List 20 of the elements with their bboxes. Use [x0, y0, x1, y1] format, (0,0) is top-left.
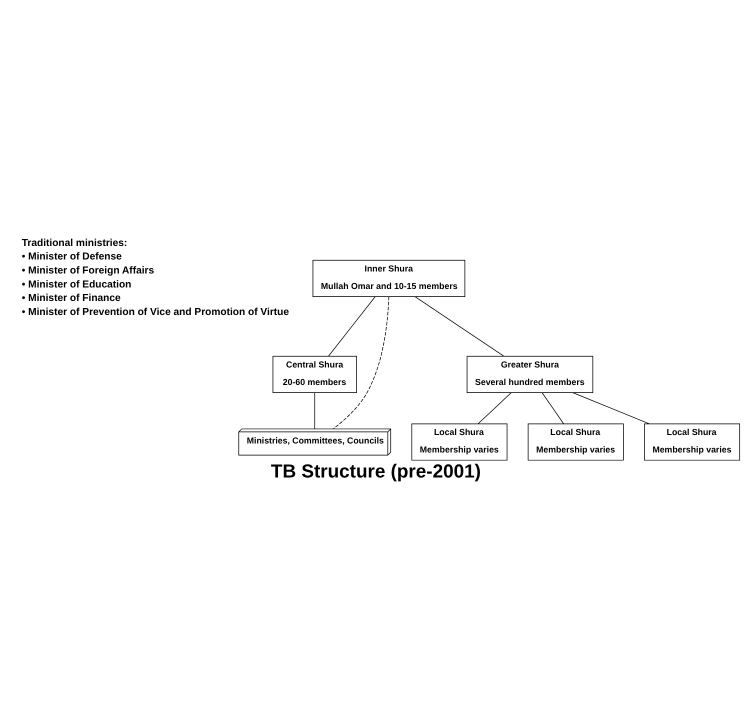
- caption: TB Structure (pre-2001): [270, 460, 481, 482]
- label: • Minister of Defense: [22, 251, 122, 262]
- connector: [478, 392, 512, 424]
- node-box: Local Shura Membership varies: [411, 422, 508, 460]
- node-box: Inner Shura Mullah Omar and 10-15 members: [312, 259, 466, 296]
- label: • Minister of Education: [22, 278, 132, 290]
- label: • Minister of Finance: [22, 292, 121, 304]
- connector: [572, 392, 650, 424]
- label: • Minister of Prevention of Vice and Promotion of Virtue: [22, 306, 290, 318]
- connector: [332, 296, 390, 429]
- connector: [328, 296, 376, 356]
- label: • Minister of Foreign Affairs: [22, 264, 154, 276]
- node-box: Local Shura Membership varies: [528, 422, 624, 460]
- connector: [542, 392, 564, 424]
- node-box: Greater Shura Several hundred members: [466, 355, 594, 392]
- connector: [314, 392, 316, 429]
- node-box: Local Shura Membership varies: [644, 422, 740, 460]
- node-box: Central Shura 20-60 members: [272, 355, 357, 392]
- label: Traditional ministries:: [22, 237, 128, 248]
- connector: [414, 296, 504, 356]
